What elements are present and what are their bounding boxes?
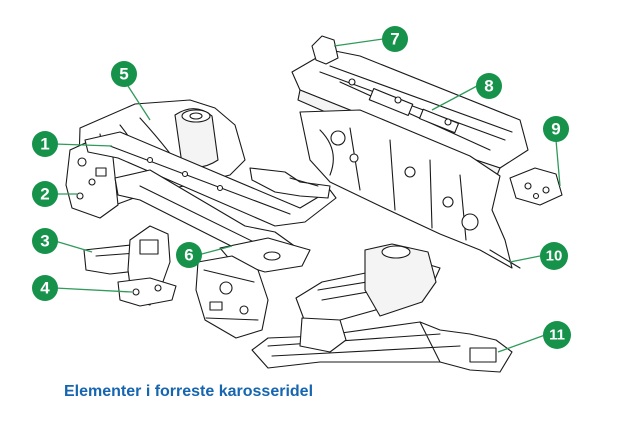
callout-2-number: 2: [40, 185, 49, 204]
callout-10-number: 10: [546, 248, 563, 265]
callout-6: 6: [176, 242, 202, 268]
callout-10: 10: [540, 242, 568, 270]
callout-5-number: 5: [119, 65, 128, 84]
dash-panel: [299, 109, 521, 269]
figure-caption: Elementer i forreste karosseridel: [64, 383, 314, 400]
front-structure-assembly: [65, 99, 337, 273]
callout-8: 8: [476, 73, 502, 99]
callout-9-number: 9: [551, 120, 560, 139]
callout-1: 1: [32, 131, 58, 157]
leader-5: [127, 85, 151, 121]
callout-5: 5: [111, 61, 137, 87]
callout-3-number: 3: [40, 232, 49, 251]
leader-1: [54, 143, 113, 147]
callout-6-number: 6: [184, 246, 193, 265]
leader-9: [555, 139, 561, 187]
leader-lines: [54, 38, 561, 353]
floor-side-member: [251, 243, 513, 373]
callout-7: 7: [382, 26, 408, 52]
leader-6: [197, 245, 233, 256]
callout-3: 3: [32, 228, 58, 254]
callout-9: 9: [543, 116, 569, 142]
callout-2: 2: [32, 181, 58, 207]
callout-4-number: 4: [40, 279, 50, 298]
callout-11: 11: [543, 321, 571, 349]
callout-8-number: 8: [484, 77, 493, 96]
callout-11-number: 11: [549, 327, 565, 344]
leader-3: [54, 240, 93, 253]
callout-1-number: 1: [40, 135, 49, 154]
leader-10: [509, 255, 541, 263]
leader-4: [54, 287, 133, 293]
radiator-support: [83, 225, 269, 339]
callout-4: 4: [32, 275, 58, 301]
leader-11: [497, 334, 546, 353]
leader-7: [333, 38, 384, 47]
callout-7-number: 7: [390, 30, 399, 49]
leader-8: [431, 85, 478, 111]
